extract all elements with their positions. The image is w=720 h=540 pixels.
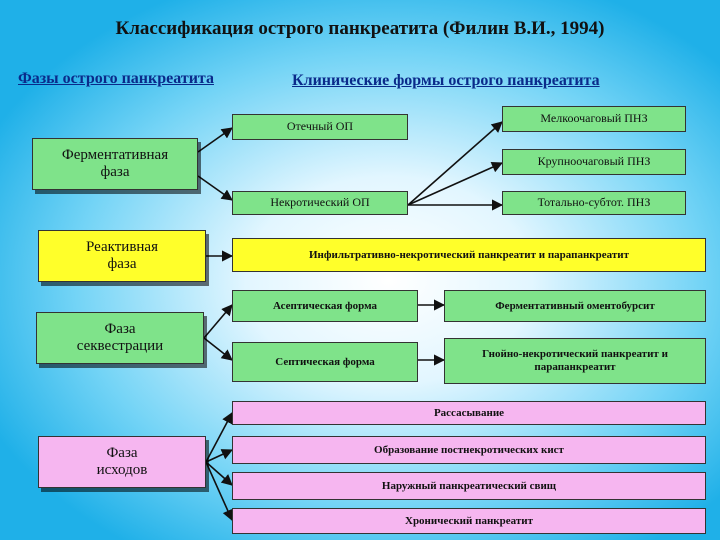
- form-chronic-label: Хронический панкреатит: [405, 514, 533, 527]
- form-chronic-box: Хронический панкреатит: [232, 508, 706, 534]
- form-cysts-box: Образование постнекротических кист: [232, 436, 706, 464]
- form-large-focal-label: Крупноочаговый ПНЗ: [537, 154, 651, 169]
- form-resorption-box: Рассасывание: [232, 401, 706, 425]
- phase-enzymatic-label: Ферментативная фаза: [61, 146, 169, 180]
- form-edematous-label: Отечный ОП: [286, 119, 354, 134]
- form-edematous-box: Отечный ОП: [232, 114, 408, 140]
- form-cysts-label: Образование постнекротических кист: [374, 443, 564, 456]
- form-aseptic-box: Асептическая форма: [232, 290, 418, 322]
- form-total-subtotal-box: Тотально-субтот. ПНЗ: [502, 191, 686, 215]
- arrow-enzymatic-necrotic: [197, 175, 233, 201]
- phase-reactive-label: Реактивная фаза: [86, 238, 158, 272]
- phase-sequestration-box: Фаза секвестрации: [36, 312, 204, 364]
- form-septic-box: Септическая форма: [232, 342, 418, 382]
- form-small-focal-label: Мелкоочаговый ПНЗ: [540, 111, 648, 126]
- form-resorption-label: Рассасывание: [433, 406, 505, 419]
- form-total-subtotal-label: Тотально-субтот. ПНЗ: [537, 195, 651, 210]
- form-infiltrative-box: Инфильтративно-некротический панкреатит …: [232, 238, 706, 272]
- phases-heading: Фазы острого панкреатита: [18, 70, 214, 87]
- form-aseptic-label: Асептическая форма: [272, 299, 378, 312]
- phase-reactive-box: Реактивная фаза: [38, 230, 206, 282]
- form-septic-label: Септическая форма: [275, 355, 375, 368]
- arrow-outcomes-cysts: [205, 449, 234, 463]
- form-necrotic-box: Некротический ОП: [232, 191, 408, 215]
- arrow-sequestration-septic: [203, 337, 233, 361]
- form-small-focal-box: Мелкоочаговый ПНЗ: [502, 106, 686, 132]
- arrow-enzymatic-edematous: [197, 127, 233, 153]
- form-infiltrative-label: Инфильтративно-некротический панкреатит …: [309, 248, 629, 261]
- form-purulent-label: Гнойно-некротический панкреатит и парапа…: [482, 348, 668, 373]
- forms-heading: Клинические формы острого панкреатита: [292, 72, 600, 89]
- form-necrotic-label: Некротический ОП: [270, 195, 370, 210]
- phase-enzymatic-box: Ферментативная фаза: [32, 138, 198, 190]
- phase-outcomes-label: Фаза исходов: [96, 444, 148, 478]
- arrow-outcomes-fistula: [205, 461, 233, 486]
- form-omentobursitis-label: Ферментативный оментобурсит: [495, 299, 655, 312]
- diagram-title: Классификация острого панкреатита (Филин…: [115, 18, 605, 39]
- arrow-necrotic-large: [407, 161, 504, 206]
- arrow-outcomes-resorption: [205, 412, 233, 463]
- phase-outcomes-box: Фаза исходов: [38, 436, 206, 488]
- form-purulent-box: Гнойно-некротический панкреатит и парапа…: [444, 338, 706, 384]
- arrow-sequestration-aseptic: [203, 304, 233, 339]
- form-omentobursitis-box: Ферментативный оментобурсит: [444, 290, 706, 322]
- form-fistula-label: Наружный панкреатический свищ: [381, 479, 557, 492]
- phase-sequestration-label: Фаза секвестрации: [76, 320, 164, 354]
- form-large-focal-box: Крупноочаговый ПНЗ: [502, 149, 686, 175]
- form-fistula-box: Наружный панкреатический свищ: [232, 472, 706, 500]
- arrow-necrotic-small: [407, 121, 503, 206]
- arrow-outcomes-chronic: [205, 461, 233, 522]
